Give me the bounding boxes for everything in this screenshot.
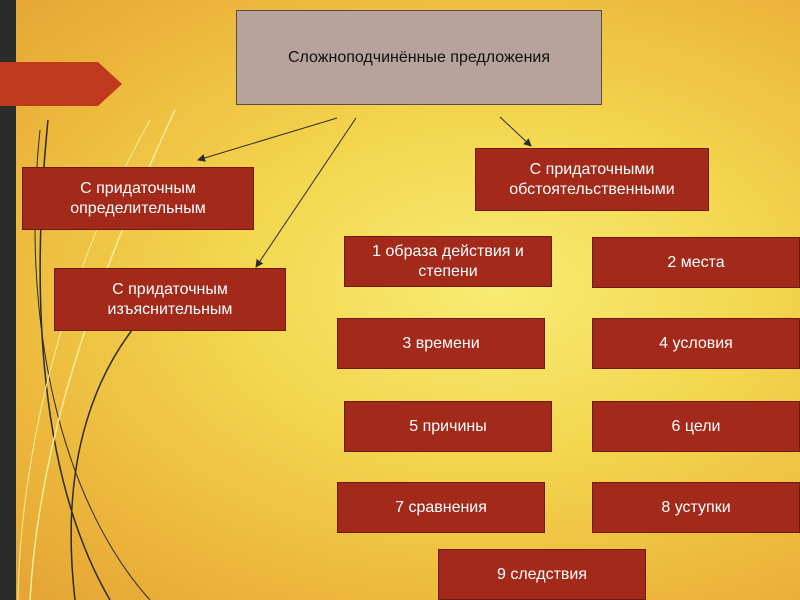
adverbial-type-1: 1 образа действия и степени xyxy=(344,236,552,287)
arrow-to-explanatory xyxy=(255,117,357,268)
arrow-to-adverbial xyxy=(499,116,532,147)
left-dark-bar xyxy=(0,0,16,600)
adverbial-type-8: 8 уступки xyxy=(592,482,800,533)
arrow-to-attributive xyxy=(197,117,338,162)
adverbial-type-6: 6 цели xyxy=(592,401,800,452)
adverbial-type-3: 3 времени xyxy=(337,318,545,369)
adverbial-type-7: 7 сравнения xyxy=(337,482,545,533)
adverbial-type-9: 9 следствия xyxy=(438,549,646,600)
adverbial-type-4: 4 условия xyxy=(592,318,800,369)
diagram-title: Сложноподчинённые предложения xyxy=(236,10,602,105)
branch-attributive: С придаточным определительным xyxy=(22,167,254,230)
adverbial-type-2: 2 места xyxy=(592,237,800,288)
branch-adverbial: С придаточными обстоятельственными xyxy=(475,148,709,211)
adverbial-type-5: 5 причины xyxy=(344,401,552,452)
branch-explanatory: С придаточным изъяснительным xyxy=(54,268,286,331)
decorative-banner-arrow xyxy=(0,62,122,106)
